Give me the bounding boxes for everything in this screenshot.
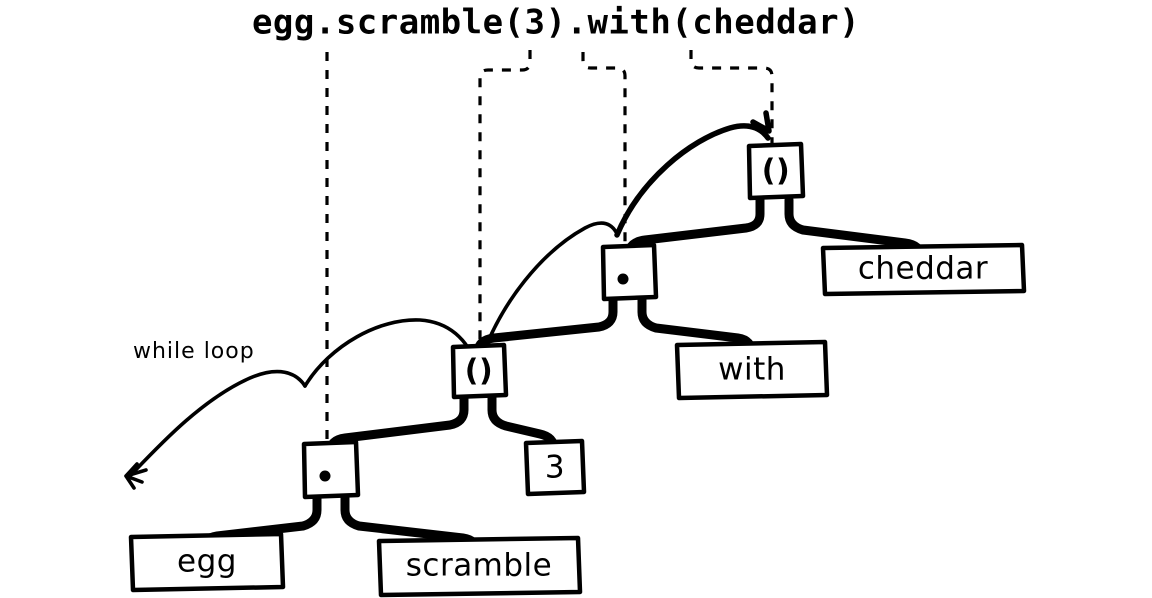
leaf-cheddar-box: [820, 242, 1027, 297]
eval-sweep-2: [476, 221, 618, 370]
eval-sweep-1: [303, 318, 480, 388]
leaf-cheddar-label: cheddar: [858, 251, 988, 287]
dashed-connector-three: [581, 52, 627, 250]
title-expression: egg.scramble(3).with(cheddar): [252, 3, 860, 43]
node-dot-inner-glyph: [319, 470, 331, 482]
node-dot-inner[interactable]: [301, 439, 361, 500]
leaf-egg[interactable]: egg: [128, 531, 286, 593]
leaf-with-label: with: [718, 352, 786, 388]
leaf-scramble-box: [376, 535, 583, 598]
while-loop-sweep: [126, 369, 307, 480]
annotation-while-loop: while loop: [133, 339, 255, 364]
leaf-cheddar[interactable]: cheddar: [820, 242, 1027, 297]
while-loop-arrow-tail: [124, 462, 148, 490]
leaf-three-box: [523, 438, 587, 497]
node-dot-outer[interactable]: [600, 242, 659, 302]
eval-arrow-head: [750, 110, 772, 134]
node-call-outer-label: (): [762, 154, 790, 189]
eval-arrow-curve: [614, 123, 771, 238]
leaf-egg-label: egg: [177, 544, 237, 580]
node-dot-outer-box: [600, 242, 659, 302]
leaf-scramble-label: scramble: [406, 548, 553, 584]
dashed-connector-scramble: [478, 50, 532, 350]
node-call-outer[interactable]: (): [746, 141, 806, 201]
leaf-three-label: 3: [545, 450, 565, 486]
leaf-with-box: [674, 339, 830, 401]
node-dot-outer-glyph: [617, 273, 629, 285]
node-call-outer-box: [746, 141, 806, 201]
leaf-egg-box: [128, 531, 286, 593]
dashed-connector-with: [689, 50, 774, 150]
node-call-inner-box: [450, 342, 509, 400]
leaf-scramble[interactable]: scramble: [376, 535, 583, 598]
leaf-three[interactable]: 3: [523, 438, 587, 497]
leaf-with[interactable]: with: [674, 339, 830, 401]
node-dot-inner-box: [301, 439, 361, 500]
node-call-inner-label: (): [465, 354, 493, 389]
node-call-inner[interactable]: (): [450, 342, 509, 400]
